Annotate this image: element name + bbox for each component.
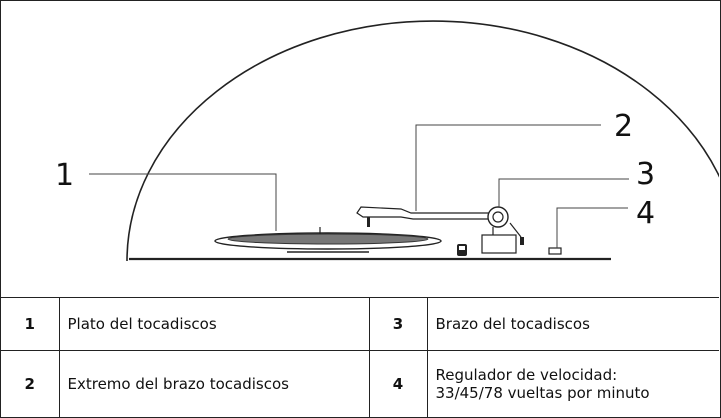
- legend-table: 1 Plato del tocadiscos 3 Brazo del tocad…: [1, 298, 719, 417]
- legend-label-line: 33/45/78 vueltas por minuto: [435, 384, 650, 402]
- legend-label-line: Regulador de velocidad:: [435, 366, 618, 384]
- callout-1: 1: [55, 158, 74, 193]
- legend-label: Extremo del brazo tocadiscos: [58, 350, 370, 417]
- platter-record: [227, 233, 429, 245]
- tonearm-body: [356, 206, 494, 220]
- tonearm-pivot-inner: [492, 211, 504, 223]
- speed-selector: [548, 247, 562, 255]
- stylus: [367, 217, 370, 227]
- legend-label: Plato del tocadiscos: [58, 298, 370, 351]
- leader-line-2: [415, 124, 601, 211]
- cue-knob-highlight: [459, 246, 465, 250]
- legend-row: 1 Plato del tocadiscos 3 Brazo del tocad…: [1, 298, 719, 351]
- leader-line-4: [556, 207, 628, 248]
- legend-number: 1: [1, 298, 60, 351]
- tonearm-base: [481, 234, 517, 254]
- legend-label-multiline: Regulador de velocidad: 33/45/78 vueltas…: [426, 350, 719, 417]
- legend-row: 2 Extremo del brazo tocadiscos 4 Regulad…: [1, 350, 719, 417]
- callout-2: 2: [614, 109, 633, 144]
- leader-line-3: [498, 178, 629, 207]
- leader-line-1: [89, 173, 277, 231]
- callout-3: 3: [636, 157, 655, 192]
- turntable-diagram: 1 2 3 4: [1, 1, 719, 298]
- tonearm-rest: [509, 222, 522, 238]
- legend-number: 2: [1, 350, 60, 417]
- callout-4: 4: [636, 196, 655, 231]
- tonearm-clip: [520, 237, 524, 245]
- legend-number: 3: [368, 298, 428, 351]
- dust-cover-dome: [126, 20, 719, 262]
- turntable-drawing: 1 2 3 4: [55, 20, 719, 262]
- legend-label: Brazo del tocadiscos: [426, 298, 719, 351]
- legend-number: 4: [368, 350, 428, 417]
